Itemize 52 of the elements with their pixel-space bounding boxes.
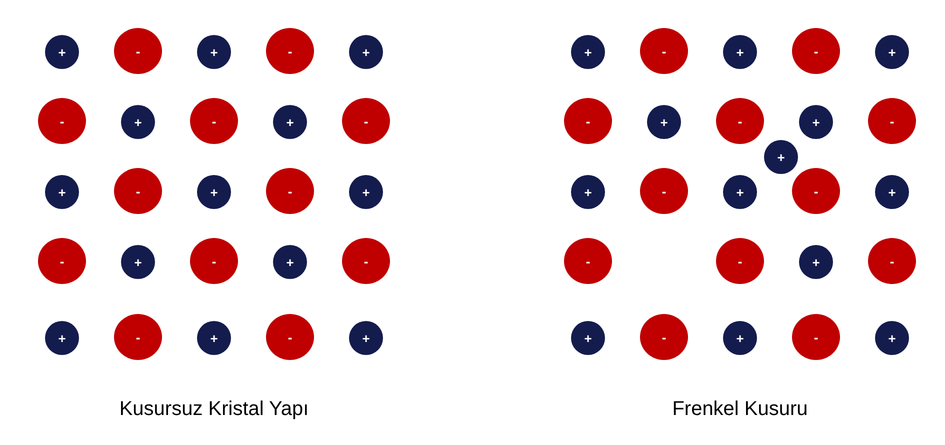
anion-ion: -	[266, 314, 314, 360]
cation-ion: +	[875, 175, 909, 209]
cation-ion: +	[647, 105, 681, 139]
cation-ion: +	[764, 140, 798, 174]
anion-ion: -	[868, 98, 916, 144]
cation-ion: +	[197, 321, 231, 355]
cation-ion: +	[45, 35, 79, 69]
anion-ion: -	[792, 314, 840, 360]
cation-ion: +	[197, 175, 231, 209]
anion-ion: -	[716, 98, 764, 144]
cation-ion: +	[197, 35, 231, 69]
anion-ion: -	[792, 28, 840, 74]
anion-ion: -	[640, 168, 688, 214]
anion-ion: -	[868, 238, 916, 284]
cation-ion: +	[799, 105, 833, 139]
anion-ion: -	[792, 168, 840, 214]
anion-ion: -	[190, 238, 238, 284]
cation-ion: +	[121, 245, 155, 279]
anion-ion: -	[640, 314, 688, 360]
cation-ion: +	[875, 321, 909, 355]
anion-ion: -	[640, 28, 688, 74]
anion-ion: -	[114, 28, 162, 74]
cation-ion: +	[571, 35, 605, 69]
cation-ion: +	[723, 321, 757, 355]
caption: Kusursuz Kristal Yapı	[119, 398, 309, 421]
cation-ion: +	[875, 35, 909, 69]
anion-ion: -	[564, 98, 612, 144]
cation-ion: +	[349, 321, 383, 355]
cation-ion: +	[273, 245, 307, 279]
cation-ion: +	[571, 175, 605, 209]
cation-ion: +	[349, 175, 383, 209]
anion-ion: -	[114, 314, 162, 360]
anion-ion: -	[38, 98, 86, 144]
cation-ion: +	[45, 321, 79, 355]
anion-ion: -	[266, 168, 314, 214]
cation-ion: +	[45, 175, 79, 209]
cation-ion: +	[571, 321, 605, 355]
anion-ion: -	[114, 168, 162, 214]
cation-ion: +	[349, 35, 383, 69]
anion-ion: -	[564, 238, 612, 284]
anion-ion: -	[716, 238, 764, 284]
anion-ion: -	[342, 238, 390, 284]
anion-ion: -	[266, 28, 314, 74]
caption: Frenkel Kusuru	[672, 398, 808, 421]
cation-ion: +	[799, 245, 833, 279]
anion-ion: -	[342, 98, 390, 144]
cation-ion: +	[273, 105, 307, 139]
cation-ion: +	[121, 105, 155, 139]
anion-ion: -	[38, 238, 86, 284]
cation-ion: +	[723, 175, 757, 209]
anion-ion: -	[190, 98, 238, 144]
cation-ion: +	[723, 35, 757, 69]
